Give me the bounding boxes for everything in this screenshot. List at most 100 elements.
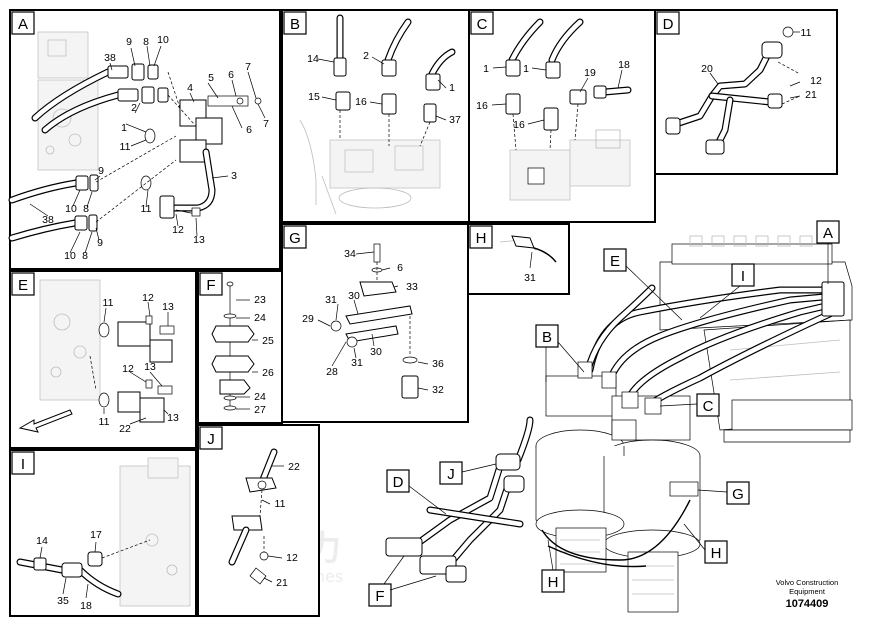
- panel-g: G 34 6 33 31 30 29 28 31 30 36 32: [281, 223, 469, 423]
- callout-label: 35: [57, 595, 69, 607]
- callout-label: 22: [288, 461, 300, 473]
- callout-label: 36: [432, 358, 444, 370]
- callout-label: 1: [523, 63, 529, 75]
- overview-label-box: [535, 324, 559, 348]
- callout-label: 14: [307, 53, 319, 65]
- overview-assembly: A E I B C D J G H F H: [368, 220, 853, 613]
- overview-label-box: [603, 248, 627, 272]
- panel-frame: [197, 270, 283, 424]
- panel-label-box: [11, 451, 35, 475]
- callout-label: 6: [228, 69, 234, 81]
- overview-label-box: [386, 469, 410, 493]
- overview-label: F: [375, 588, 384, 605]
- brand-line: Equipment: [789, 587, 825, 596]
- callout-label: 9: [98, 165, 104, 177]
- callout-label: 2: [131, 102, 137, 114]
- panel-c: C 1 1 19 18 16 16: [468, 9, 656, 223]
- callout-label: 22: [119, 423, 131, 435]
- callout-label: 12: [172, 224, 184, 236]
- callout-label: 7: [263, 118, 269, 130]
- panel-a: A: [8, 9, 281, 270]
- overview-label-box: [439, 461, 463, 485]
- callout-label: 29: [302, 313, 314, 325]
- callout-label: 24: [254, 312, 266, 324]
- panel-label-box: [11, 272, 35, 296]
- valve-block: [39, 279, 101, 401]
- callout-label: 23: [254, 294, 266, 306]
- drawing-number: 1074409: [785, 598, 829, 610]
- panel-label: A: [18, 16, 28, 33]
- overview-label: H: [548, 574, 559, 591]
- callout-label: 19: [584, 67, 596, 79]
- valve-block: [119, 457, 191, 607]
- callout-label: 8: [83, 203, 89, 215]
- overview-label: D: [393, 474, 404, 491]
- callout-label: 1: [483, 63, 489, 75]
- callout-label: 2: [363, 50, 369, 62]
- callout-label: 21: [276, 577, 288, 589]
- overview-label: G: [732, 486, 744, 503]
- panel-label: C: [477, 16, 488, 33]
- callout-label: 1: [449, 82, 455, 94]
- callout-label: 30: [348, 290, 360, 302]
- flange-block: [179, 95, 262, 163]
- callout-label: 26: [262, 367, 274, 379]
- callout-label: 12: [286, 552, 298, 564]
- overview-label: E: [610, 253, 620, 270]
- callout-label: 34: [344, 248, 356, 260]
- callout-label: 16: [355, 96, 367, 108]
- callout-label: 37: [449, 114, 461, 126]
- callout-label: 11: [120, 141, 131, 153]
- callout-label: 4: [187, 82, 193, 94]
- callout-label: 14: [36, 535, 48, 547]
- panel-e: E 11 12 13 12 13 11 22: [9, 270, 197, 449]
- callout-label: 12: [142, 292, 154, 304]
- panel-label: H: [476, 230, 487, 247]
- panel-frame: [654, 9, 838, 175]
- panel-label-box: [470, 11, 494, 35]
- callout-label: 31: [524, 272, 536, 284]
- pipe-assembly: [665, 41, 783, 155]
- overview-label: C: [703, 398, 714, 415]
- panel-j: J 22 11 12 21: [197, 424, 320, 617]
- callout-label: 31: [325, 294, 337, 306]
- callout-label: 11: [801, 27, 812, 39]
- callout-label: 9: [97, 237, 103, 249]
- callout-label: 20: [701, 63, 713, 75]
- brand-line: Volvo Construction: [775, 578, 839, 587]
- panel-label-box: [656, 11, 680, 35]
- overview-label: B: [542, 329, 552, 346]
- callout-label: 11: [103, 297, 114, 309]
- callout-label: 13: [162, 301, 174, 313]
- panel-f: F 23 24 25 26 24 27: [197, 270, 283, 424]
- panel-d: D 11 20 12 21: [654, 9, 838, 175]
- callout-label: 9: [126, 36, 132, 48]
- panel-label: F: [206, 277, 215, 294]
- callout-label: 28: [326, 366, 338, 378]
- callout-label: 13: [144, 361, 156, 373]
- callout-label: 7: [245, 61, 251, 73]
- pipe-assembly: [385, 416, 534, 583]
- callout-label: 33: [406, 281, 418, 293]
- callout-label: 6: [246, 124, 252, 136]
- callout-label: 10: [65, 203, 77, 215]
- swing-motor-valve-block: [299, 119, 441, 215]
- callout-label: 31: [351, 357, 363, 369]
- callout-label: 1: [121, 122, 127, 134]
- panel-label-box: [11, 11, 35, 35]
- panel-label: B: [290, 16, 300, 33]
- overview-label-box: [704, 540, 728, 564]
- panel-h: H 31: [467, 223, 570, 295]
- panel-label: G: [289, 230, 301, 247]
- callout-label: 18: [80, 600, 92, 612]
- overview-label-box: [368, 583, 392, 607]
- panel-b: B 14 2 1 15 16 3: [281, 9, 470, 223]
- overview-label: I: [741, 268, 745, 285]
- callout-label: 21: [805, 89, 817, 101]
- swing-motor-valve-block: [509, 129, 631, 201]
- callout-label: 11: [275, 498, 286, 510]
- callout-label: 38: [42, 214, 54, 226]
- callout-label: 18: [618, 59, 630, 71]
- brand-caption: Volvo Construction Equipment: [752, 578, 862, 596]
